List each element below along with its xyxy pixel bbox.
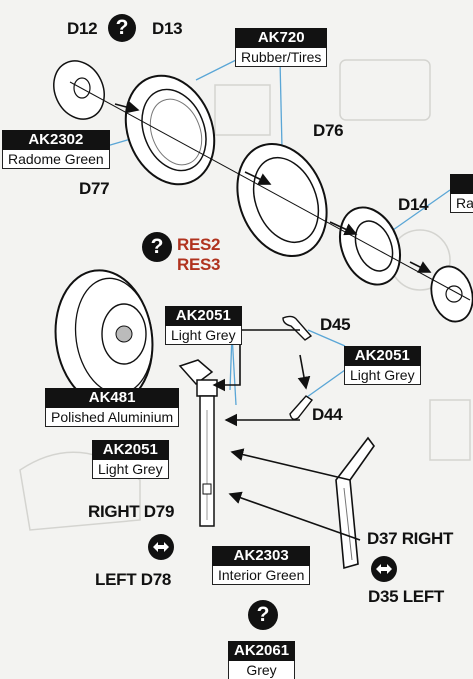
part-d76-label: D76 xyxy=(313,121,344,140)
part-d35-label: D35 LEFT xyxy=(368,587,445,606)
paint-code: AK481 xyxy=(45,388,180,408)
paint-name: Grey xyxy=(228,661,296,679)
paint-callout-ak2051: AK2051 Light Grey xyxy=(344,346,421,385)
paint-code: AK2051 xyxy=(344,346,421,366)
part-d37-label: D37 RIGHT xyxy=(367,529,454,548)
part-d12-label: D12 xyxy=(67,19,98,38)
paint-code xyxy=(450,174,473,194)
link-d44 xyxy=(289,395,314,421)
paint-callout-ak2302: AK2302 Radome Green xyxy=(2,130,110,169)
paint-name: Interior Green xyxy=(212,566,311,585)
paint-code: AK2051 xyxy=(92,440,169,460)
part-d79-label: RIGHT D79 xyxy=(88,502,175,521)
part-d78-label: LEFT D78 xyxy=(95,570,172,589)
paint-name: Light Grey xyxy=(344,366,421,385)
paint-name: Polished Aluminium xyxy=(45,408,180,427)
wheel-d77 xyxy=(124,74,216,186)
optional-question-icon: ? xyxy=(108,14,136,42)
res3-label: RES3 xyxy=(177,255,221,274)
paint-callout-ak2061: AK2061 Grey xyxy=(228,641,296,679)
paint-callout-ak720: AK720 Rubber/Tires xyxy=(235,28,328,67)
paint-callout-cut: Ra xyxy=(450,174,473,213)
link-d45 xyxy=(265,315,313,341)
gear-door xyxy=(335,436,375,570)
assembly-arrows xyxy=(212,329,361,541)
tire-d76 xyxy=(236,142,328,258)
paint-code: AK2302 xyxy=(2,130,110,150)
gear-leg xyxy=(178,359,218,527)
part-d13-label: D13 xyxy=(152,19,183,38)
part-d45-label: D45 xyxy=(320,315,351,334)
paint-callout-ak2051: AK2051 Light Grey xyxy=(165,306,242,345)
paint-code: AK2061 xyxy=(228,641,296,661)
paint-name: Rubber/Tires xyxy=(235,48,328,67)
part-d44-label: D44 xyxy=(312,405,343,424)
paint-name: Ra xyxy=(450,194,473,213)
paint-callout-ak2051: AK2051 Light Grey xyxy=(92,440,169,479)
paint-name: Light Grey xyxy=(92,460,169,479)
hub-right xyxy=(430,265,473,323)
swap-left-right-icon xyxy=(148,534,174,560)
part-d14-label: D14 xyxy=(398,195,429,214)
paint-callout-ak2303: AK2303 Interior Green xyxy=(212,546,311,585)
optional-res-question-icon: ? xyxy=(142,232,172,262)
swap-left-right-icon xyxy=(371,556,397,582)
paint-name: Radome Green xyxy=(2,150,110,169)
paint-code: AK720 xyxy=(235,28,328,48)
paint-callout-ak481: AK481 Polished Aluminium xyxy=(45,388,180,427)
res2-label: RES2 xyxy=(177,235,221,254)
explode-arrows xyxy=(114,100,432,273)
paint-name: Light Grey xyxy=(165,326,242,345)
optional-question-icon: ? xyxy=(248,600,278,630)
part-d77-label: D77 xyxy=(79,179,110,198)
explode-axis xyxy=(69,81,471,301)
paint-code: AK2303 xyxy=(212,546,311,566)
hub-cap-d12 xyxy=(53,60,105,120)
paint-code: AK2051 xyxy=(165,306,242,326)
